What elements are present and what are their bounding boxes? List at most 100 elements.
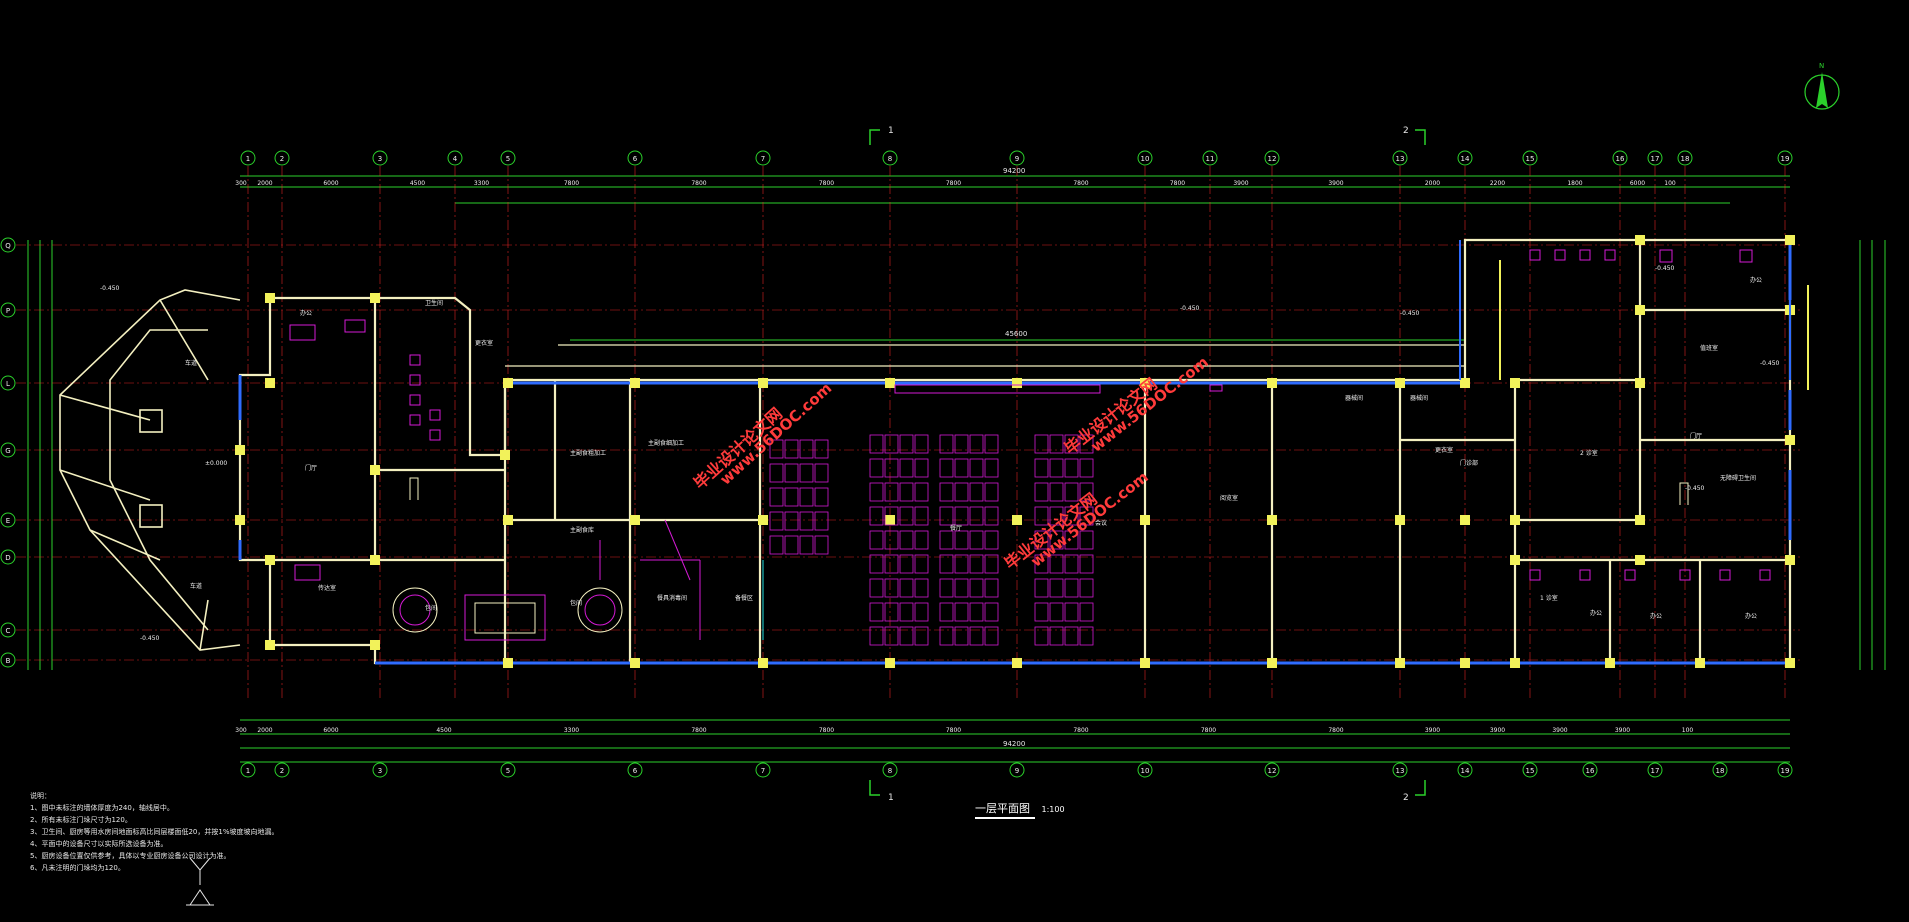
dimension-value: 7800 [1328,727,1343,734]
axis-bubble [500,762,516,778]
room-label: 卫生间 [425,299,443,307]
dining-table [1034,482,1049,502]
axis-bubble [500,150,516,166]
dining-table [814,463,829,483]
dimension-value: 2000 [1425,180,1440,187]
dining-table [1034,506,1049,526]
windows [238,240,1792,665]
axis-label: 6 [633,155,638,163]
dining-table [769,535,784,555]
dining-table [1079,434,1094,454]
column [1140,515,1150,525]
elevation-label: ±0.000 [205,460,227,467]
column [1785,235,1795,245]
dining-table [954,626,969,646]
dining-table [884,482,899,502]
dining-table [899,602,914,622]
dining-table [1049,554,1064,574]
axis-bubble [755,762,771,778]
axis-label: 14 [1461,767,1470,775]
dining-table [1064,626,1079,646]
notes-line: 4、平面中的设备尺寸以实际所选设备为准。 [30,840,168,848]
axis-bubble [1202,150,1218,166]
column [1395,515,1405,525]
room-label: 办公 [1650,612,1662,620]
axis-label: 2 [280,155,284,163]
dimension-value: 4500 [436,727,451,734]
dining-table [954,578,969,598]
axis-label: 4 [453,155,458,163]
dining-table [814,535,829,555]
axis-label: 17 [1651,767,1660,775]
column [1395,658,1405,668]
axis-label: 3 [378,767,382,775]
dining-table [899,530,914,550]
dining-table [1079,458,1094,478]
column [885,378,895,388]
column [1635,235,1645,245]
column [265,378,275,388]
dimension-value: 3900 [1615,727,1630,734]
dining-table [1049,458,1064,478]
dining-table [869,506,884,526]
dining-table [984,530,999,550]
dining-table [914,506,929,526]
dimension-value: 3300 [474,180,489,187]
dimension-value: 3300 [564,727,579,734]
room-label: 器械间 [1410,394,1428,402]
dining-table [1064,482,1079,502]
dining-table [984,458,999,478]
dining-table [969,434,984,454]
dimension-value: 100 [1664,180,1676,187]
drawing-notes: 说明： 1、图中未标注的墙体厚度为240，轴线居中。 2、所有未标注门垛尺寸为1… [30,790,278,874]
dining-table [899,554,914,574]
dining-table [954,434,969,454]
column [370,293,380,303]
column [1012,658,1022,668]
axis-label: Q [5,242,11,250]
dining-table [884,506,899,526]
axis-bubble [447,150,463,166]
column [630,378,640,388]
column [265,555,275,565]
axis-label: E [6,517,10,525]
axis-bubble [372,762,388,778]
dimension-value: 7800 [1170,180,1185,187]
room-label: 主副食粗加工 [570,449,606,457]
dining-table [914,554,929,574]
dining-table [1079,506,1094,526]
dining-table [969,554,984,574]
room-label: 车道 [190,582,202,590]
dining-table [784,439,799,459]
axis-bubble [1009,150,1025,166]
dining-table [1049,506,1064,526]
dimension-value: 300 [235,180,247,187]
axis-label: 19 [1781,767,1790,775]
column [1695,658,1705,668]
dining-table [884,530,899,550]
dimension-value: 7800 [946,180,961,187]
axis-bubble [1137,762,1153,778]
dining-table [939,554,954,574]
dining-table [799,487,814,507]
dining-table [1079,530,1094,550]
axis-bubble [240,150,256,166]
dining-table [799,535,814,555]
notes-line: 2、所有未标注门垛尺寸为120。 [30,816,132,824]
room-label: 办公 [1745,612,1757,620]
dimension-value: 100 [1682,727,1694,734]
dimension-value: 7800 [819,180,834,187]
entrance-arrow [186,857,214,906]
dining-table [1064,434,1079,454]
column [758,658,768,668]
dimension-value: 2200 [1490,180,1505,187]
dining-table [984,578,999,598]
axis-bubble [0,442,16,458]
room-label: 无障碍卫生间 [1720,474,1756,482]
dining-table [814,511,829,531]
axis-bubble [1137,150,1153,166]
axis-bubble [0,652,16,668]
banquet-tables [392,587,623,641]
column [1635,305,1645,315]
